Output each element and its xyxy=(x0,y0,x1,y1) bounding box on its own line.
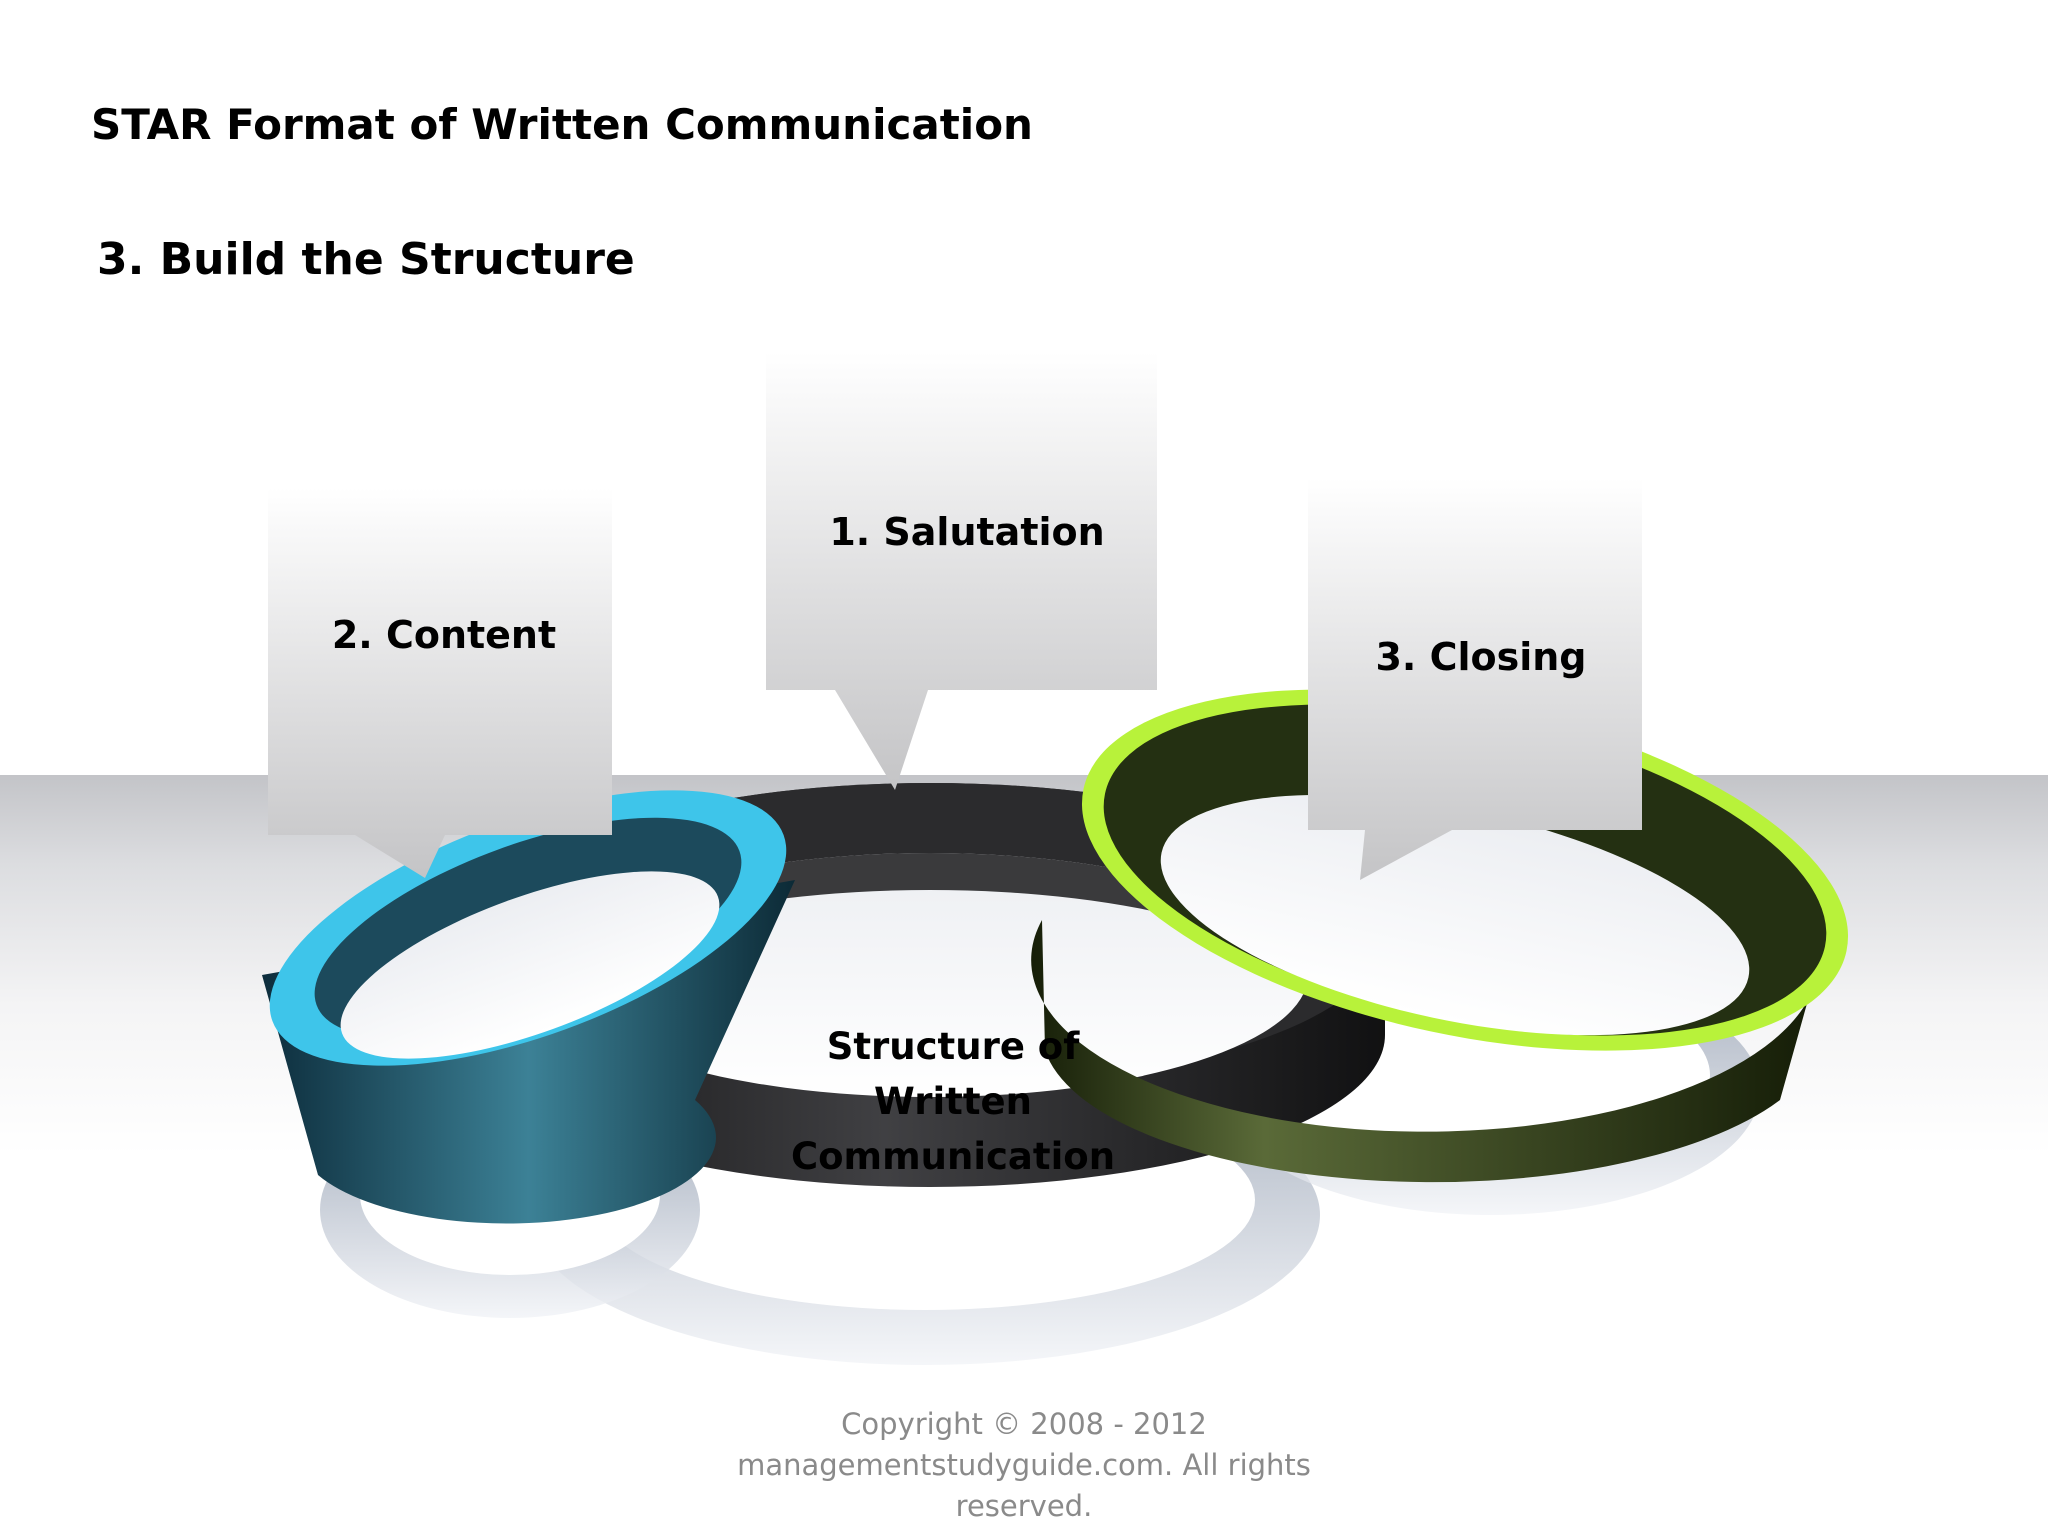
slide-title: STAR Format of Written Communication xyxy=(91,100,1033,149)
center-label-line-2: Written xyxy=(874,1080,1032,1123)
callout-salutation-label: 1. Salutation xyxy=(829,510,1104,554)
closing-ring xyxy=(1031,689,1849,1183)
copyright-line-1: Copyright © 2008 - 2012 xyxy=(841,1407,1207,1441)
copyright-line-2: managementstudyguide.com. All rights xyxy=(737,1448,1311,1482)
callout-salutation xyxy=(766,352,1157,790)
slide-subtitle: 3. Build the Structure xyxy=(97,234,635,285)
copyright-notice: Copyright © 2008 - 2012 managementstudyg… xyxy=(724,1404,1324,1527)
callout-content-label: 2. Content xyxy=(332,613,556,657)
content-ring xyxy=(262,790,795,1224)
callout-content xyxy=(268,488,612,878)
callout-closing-label: 3. Closing xyxy=(1375,635,1586,679)
callout-closing xyxy=(1308,478,1642,880)
center-label-line-3: Communication xyxy=(791,1135,1115,1178)
center-label-line-1: Structure of xyxy=(827,1025,1081,1068)
copyright-line-3: reserved. xyxy=(955,1489,1093,1523)
